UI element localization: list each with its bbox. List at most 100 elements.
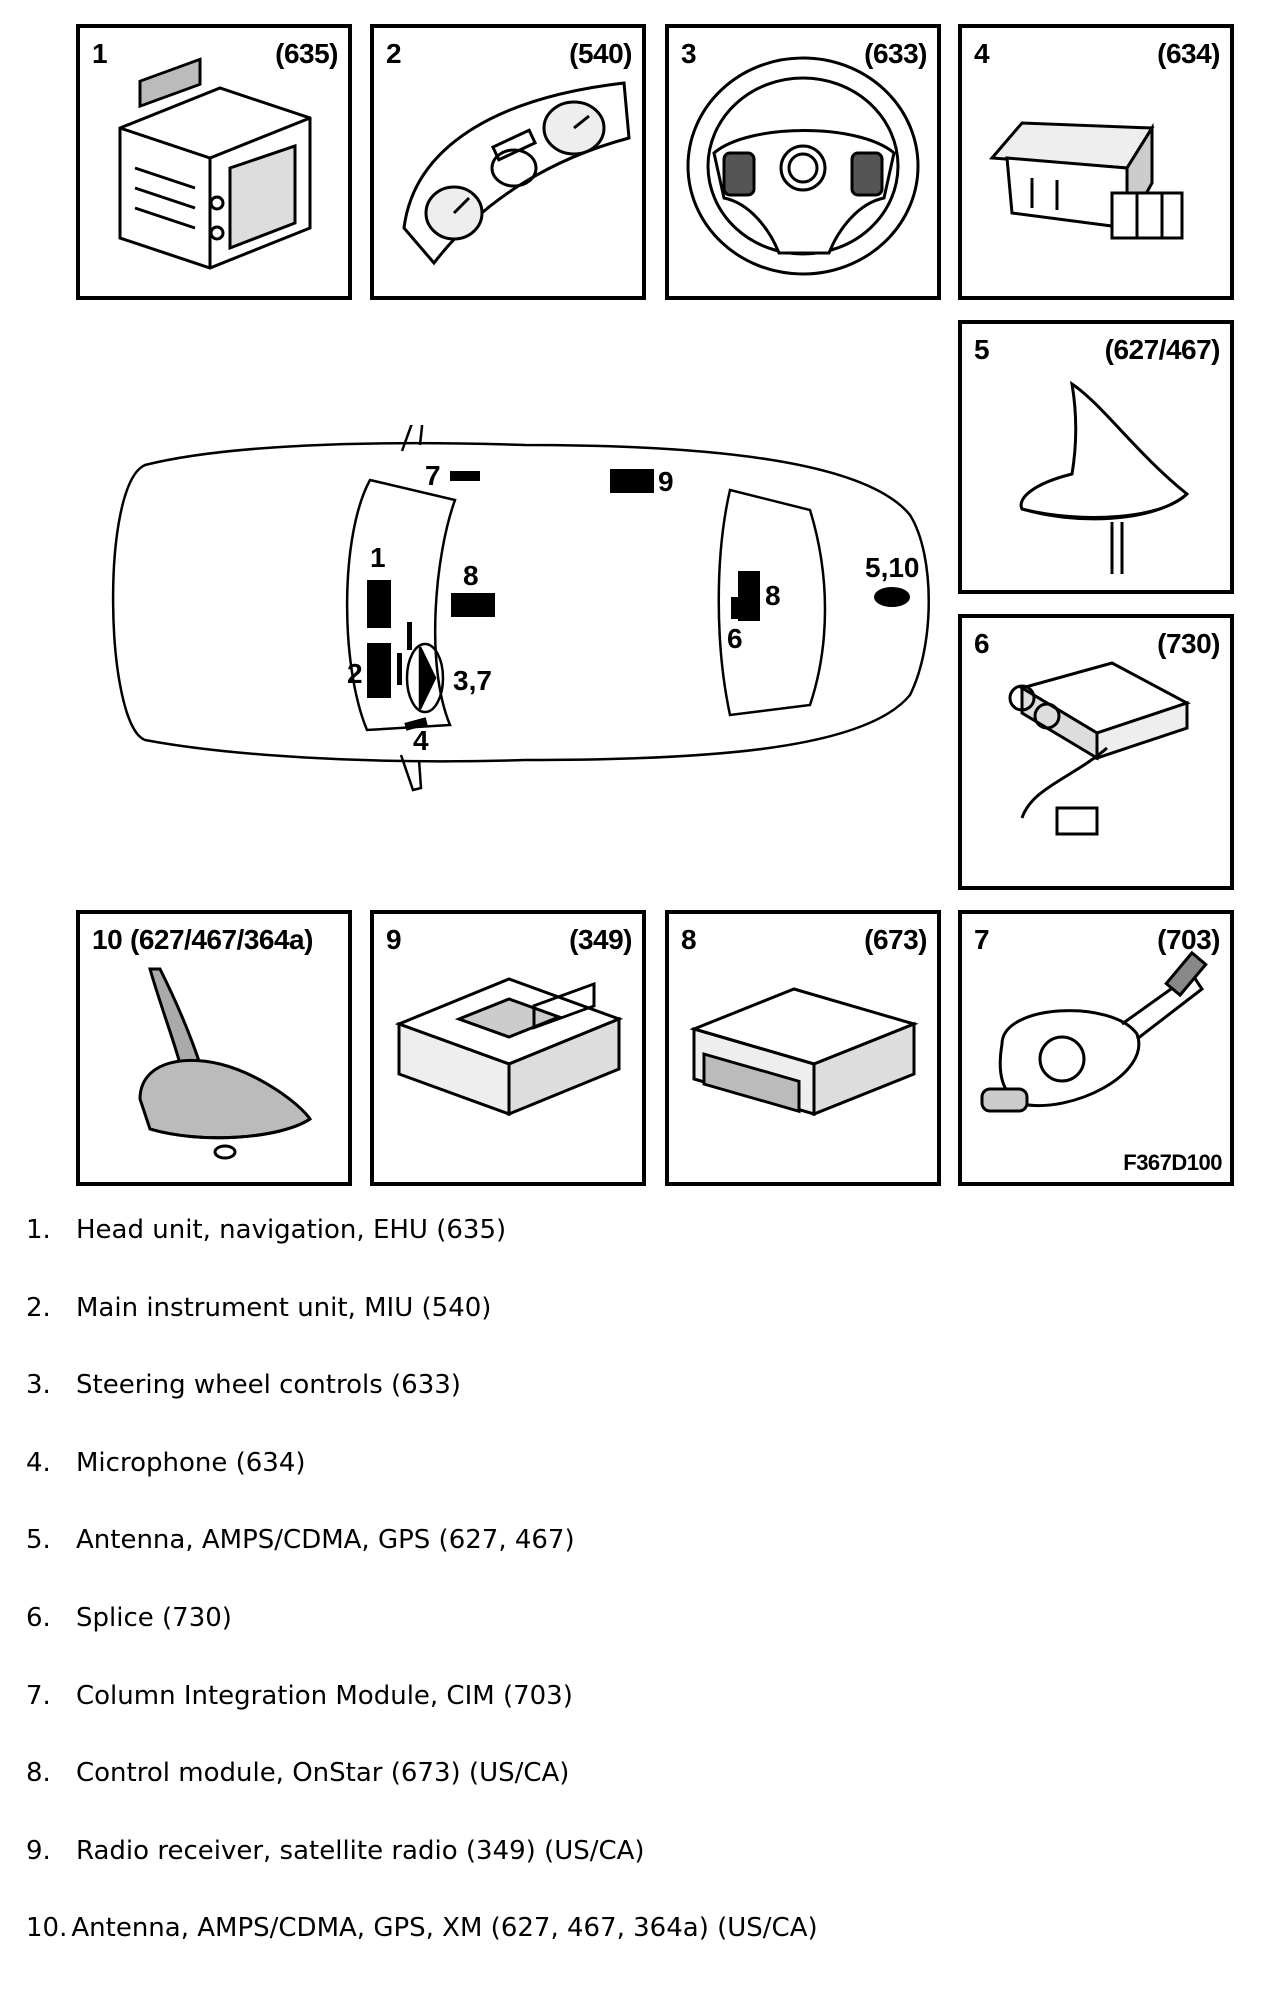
legend-item: 2. Main instrument unit, MIU (540) <box>26 1293 1226 1371</box>
overview-label-7: 7 <box>425 460 441 491</box>
legend-item: 10.Antenna, AMPS/CDMA, GPS, XM (627, 467… <box>26 1913 1226 1991</box>
vehicle-overview-diagram: 1 2 3,7 4 7 8 9 6 8 5,10 <box>111 425 930 792</box>
panel-number: 3 <box>681 38 697 69</box>
head-unit-illustration <box>118 57 312 270</box>
legend-item: 7. Column Integration Module, CIM (703) <box>26 1681 1226 1759</box>
mirror-top <box>400 425 424 452</box>
overview-label-3-7: 3,7 <box>453 665 492 696</box>
panel-number: 7 <box>974 924 990 955</box>
legend-text: Splice (730) <box>76 1602 232 1633</box>
panel-instrument-unit: 2 (540) <box>370 24 646 300</box>
panel-satellite-radio: 9 (349) <box>370 910 646 1186</box>
marker-microphone <box>404 717 428 731</box>
panel-antenna-amps-gps: 5 (627/467) <box>958 320 1234 594</box>
figure-code: F367D100 <box>1123 1150 1222 1175</box>
panel-steering-wheel: 3 (633) <box>665 24 941 300</box>
marker-onstar-front <box>451 593 495 617</box>
panel-code: (633) <box>864 38 927 69</box>
panel-number: 8 <box>681 924 697 955</box>
overview-label-9: 9 <box>658 466 674 497</box>
overview-label-2: 2 <box>347 658 363 689</box>
overview-label-5-10: 5,10 <box>865 552 920 583</box>
steering-wheel-marker <box>405 642 445 714</box>
panel-antenna-xm: 10 (627/467/364a) <box>76 910 352 1186</box>
panel-code: (673) <box>864 924 927 955</box>
instrument-cluster-illustration <box>402 81 631 266</box>
radio-receiver-illustration <box>394 977 624 1117</box>
panel-splice: 6 (730) <box>958 614 1234 890</box>
panel-code: (627/467/364a) <box>130 924 313 955</box>
cim-illustration <box>980 950 1208 1113</box>
legend-text: Column Integration Module, CIM (703) <box>76 1680 573 1711</box>
legend-number: 2. <box>26 1292 51 1323</box>
rear-window-outline <box>717 488 827 717</box>
panel-code: (703) <box>1157 924 1220 955</box>
legend-number: 6. <box>26 1602 51 1633</box>
legend-text: Head unit, navigation, EHU (635) <box>76 1215 507 1245</box>
marker-instrument-edge <box>397 653 402 685</box>
panel-number: 4 <box>974 38 990 69</box>
marker-column-divider <box>407 622 412 650</box>
legend-item: 5. Antenna, AMPS/CDMA, GPS (627, 467) <box>26 1525 1226 1603</box>
legend-text: Steering wheel controls (633) <box>76 1370 461 1401</box>
overview-label-8-front: 8 <box>463 560 479 591</box>
car-body-outline <box>111 441 930 763</box>
legend-number: 7. <box>26 1680 51 1711</box>
legend-number: 4. <box>26 1447 51 1478</box>
legend-text: Microphone (634) <box>76 1447 306 1478</box>
marker-head-unit <box>367 580 391 628</box>
panel-onstar-module: 8 (673) <box>665 910 941 1186</box>
legend-text: Antenna, AMPS/CDMA, GPS, XM (627, 467, 3… <box>71 1913 818 1944</box>
component-legend: 1. Head unit, navigation, EHU (635) 2. Mai… <box>26 1215 1226 1991</box>
panel-code: (540) <box>569 38 632 69</box>
panel-code: (730) <box>1157 628 1220 659</box>
overview-label-6: 6 <box>727 623 743 654</box>
overview-label-4: 4 <box>413 725 429 756</box>
panel-number: 10 <box>92 924 123 955</box>
control-module-illustration <box>689 987 919 1117</box>
legend-number: 8. <box>26 1758 51 1789</box>
marker-satellite-radio <box>610 469 654 493</box>
legend-text: Main instrument unit, MIU (540) <box>76 1292 492 1323</box>
panel-number: 9 <box>386 924 402 955</box>
marker-splice <box>731 597 741 619</box>
legend-item: 9. Radio receiver, satellite radio (349) … <box>26 1836 1226 1914</box>
steering-wheel-illustration <box>686 56 920 276</box>
shark-fin-antenna-illustration <box>1019 380 1190 574</box>
antenna-xm-illustration <box>138 967 313 1160</box>
panel-number: 2 <box>386 38 402 69</box>
overview-label-8-rear: 8 <box>765 580 781 611</box>
panel-code: (634) <box>1157 38 1220 69</box>
panel-code: (349) <box>569 924 632 955</box>
legend-text: Radio receiver, satellite radio (349) (U… <box>76 1835 645 1866</box>
legend-item: 8. Control module, OnStar (673) (US/CA) <box>26 1758 1226 1836</box>
legend-number: 1. <box>26 1215 51 1245</box>
legend-number: 10. <box>26 1913 68 1944</box>
legend-text: Antenna, AMPS/CDMA, GPS (627, 467) <box>76 1525 575 1556</box>
panel-number: 1 <box>92 38 108 69</box>
mirror-bottom <box>399 754 423 792</box>
overview-label-1: 1 <box>370 542 386 573</box>
microphone-illustration <box>988 121 1184 240</box>
marker-instrument-unit <box>367 643 391 698</box>
legend-item: 6. Splice (730) <box>26 1603 1226 1681</box>
marker-cim <box>450 471 480 481</box>
windshield-outline <box>345 478 457 732</box>
legend-item: 3. Steering wheel controls (633) <box>26 1370 1226 1448</box>
panel-code: (627/467) <box>1104 334 1221 365</box>
panel-code: (635) <box>275 38 338 69</box>
marker-onstar-rear <box>738 571 760 621</box>
legend-number: 3. <box>26 1370 51 1401</box>
legend-text: Control module, OnStar (673) (US/CA) <box>76 1758 570 1789</box>
panel-head-unit: 1 (635) <box>76 24 352 300</box>
legend-item: 1. Head unit, navigation, EHU (635) <box>26 1215 1226 1293</box>
panel-number: 6 <box>974 628 990 659</box>
legend-number: 5. <box>26 1525 51 1556</box>
panel-column-integration-module: 7 (703) F367D100 <box>958 910 1234 1186</box>
legend-number: 9. <box>26 1835 51 1866</box>
panel-number: 5 <box>974 334 990 365</box>
splice-illustration <box>1008 661 1191 836</box>
panel-microphone: 4 (634) <box>958 24 1234 300</box>
marker-antenna <box>874 587 910 607</box>
legend-item: 4. Microphone (634) <box>26 1448 1226 1526</box>
